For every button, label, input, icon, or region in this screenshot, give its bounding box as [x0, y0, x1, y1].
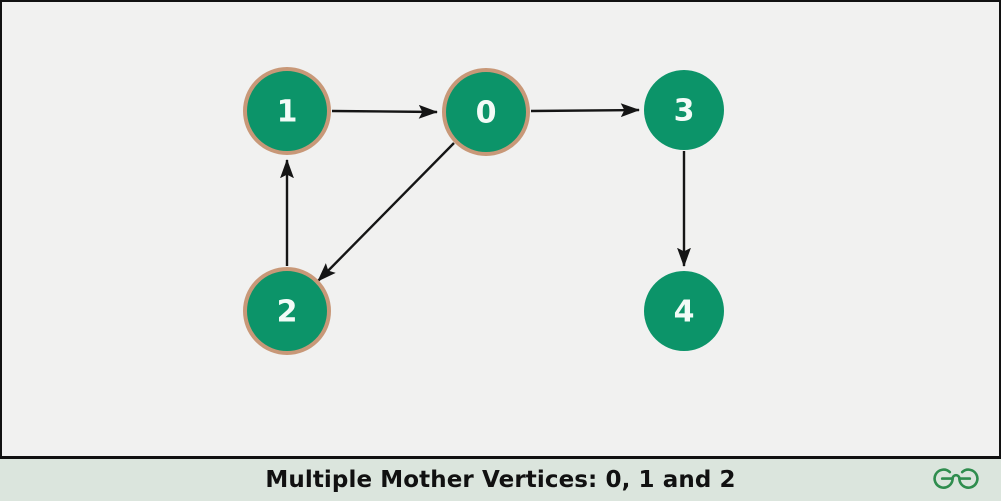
edge-0-to-2 — [317, 142, 455, 282]
graph-svg: 1 0 3 2 4 — [243, 67, 724, 355]
node-circle-4[interactable] — [644, 271, 724, 351]
node-circle-0[interactable] — [442, 68, 530, 156]
graph-node-0[interactable]: 0 — [442, 68, 530, 156]
geeksforgeeks-logo-icon — [933, 468, 979, 489]
graph-node-2[interactable]: 2 — [243, 267, 331, 355]
graph-canvas: 1 0 3 2 4 — [0, 0, 1001, 456]
graph-node-4[interactable]: 4 — [644, 271, 724, 351]
node-circle-1[interactable] — [243, 67, 331, 155]
caption-bar: Multiple Mother Vertices: 0, 1 and 2 — [0, 456, 1001, 501]
graph-node-1[interactable]: 1 — [243, 67, 331, 155]
edge-0-to-3 — [530, 103, 640, 118]
edge-layer — [280, 103, 691, 282]
node-layer: 1 0 3 2 4 — [243, 67, 724, 355]
caption-text: Multiple Mother Vertices: 0, 1 and 2 — [265, 467, 736, 493]
node-circle-3[interactable] — [644, 70, 724, 150]
edge-1-to-0 — [331, 104, 438, 119]
graph-node-3[interactable]: 3 — [644, 70, 724, 150]
node-circle-2[interactable] — [243, 267, 331, 355]
